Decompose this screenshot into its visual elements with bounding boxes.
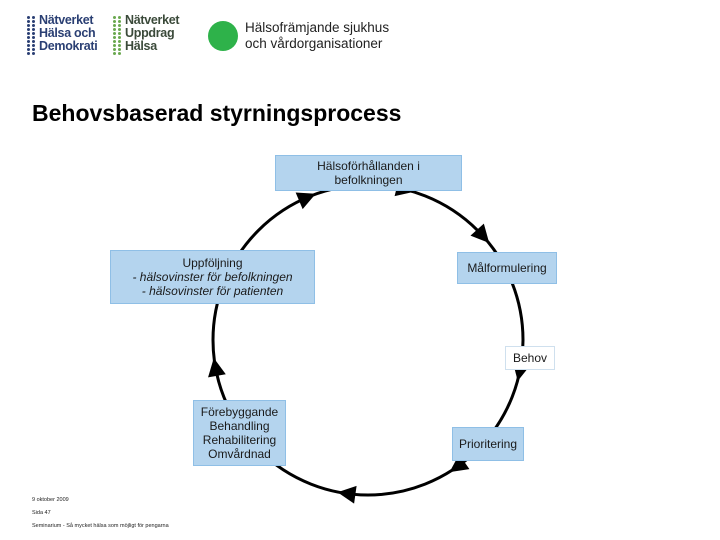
arrowhead-top-right-icon [470, 223, 490, 243]
box-atgarder: Förebyggande Behandling Rehabilitering O… [193, 400, 286, 466]
box-line: Behov [512, 351, 548, 365]
green-circle-icon [208, 21, 238, 51]
box-line: Förebyggande [200, 405, 279, 419]
box-uppfoljning: Uppföljning - hälsovinster för befolknin… [110, 250, 315, 304]
box-malformulering: Målformulering [457, 252, 557, 284]
box-line: befolkningen [334, 173, 403, 187]
box-line: Behandling [209, 419, 270, 433]
box-line: Målformulering [467, 261, 547, 275]
box-line: - hälsovinster för patienten [141, 284, 284, 298]
arrowhead-bottom-icon [337, 485, 357, 504]
halsoframjande-sjukhus-logo: Hälsofrämjande sjukhus och vårdorganisat… [208, 20, 389, 52]
arrowhead-left-icon [208, 358, 226, 378]
footer-seminar: Seminarium - Så mycket hälsa som möjligt… [32, 523, 169, 529]
logo-line: Hälsofrämjande sjukhus [245, 20, 390, 35]
logo-wordmark: Hälsofrämjande sjukhus och vårdorganisat… [245, 20, 389, 52]
box-line: - hälsovinster för befolkningen [132, 270, 293, 284]
logo-line: och vårdorganisationer [245, 36, 383, 51]
box-line: Rehabilitering [202, 433, 277, 447]
arrowhead-lower-right-icon [449, 454, 470, 473]
natverket-halsa-demokrati-logo: Nätverket Hälsa och Demokrati [27, 13, 98, 60]
logo-wordmark: Nätverket Hälsa och Demokrati [39, 13, 98, 53]
logo-dots-icon [27, 14, 36, 60]
box-line: Hälsoförhållanden i [317, 159, 420, 173]
logo-line: Demokrati [39, 39, 98, 53]
logo-dots-icon [113, 14, 122, 60]
natverket-uppdrag-halsa-logo: Nätverket Uppdrag Hälsa [113, 13, 180, 60]
logo-line: Uppdrag [125, 26, 175, 40]
footer-date: 9 oktober 2009 [32, 497, 69, 503]
box-halsoforhallanden: Hälsoförhållanden i befolkningen [275, 155, 462, 191]
logo-line: Nätverket [125, 13, 180, 27]
box-line: Prioritering [458, 437, 518, 451]
box-prioritering: Prioritering [452, 427, 524, 461]
box-line: Uppföljning [182, 256, 243, 270]
logo-wordmark: Nätverket Uppdrag Hälsa [125, 13, 180, 53]
logo-line: Nätverket [39, 13, 94, 27]
page-title: Behovsbaserad styrningsprocess [32, 100, 402, 126]
box-behov: Behov [505, 346, 555, 370]
box-line: Omvårdnad [208, 447, 271, 461]
arrowhead-top-left-icon [295, 192, 316, 210]
footer-page: Sida 47 [32, 510, 51, 516]
logo-line: Hälsa [125, 39, 157, 53]
logo-line: Hälsa och [39, 26, 96, 40]
